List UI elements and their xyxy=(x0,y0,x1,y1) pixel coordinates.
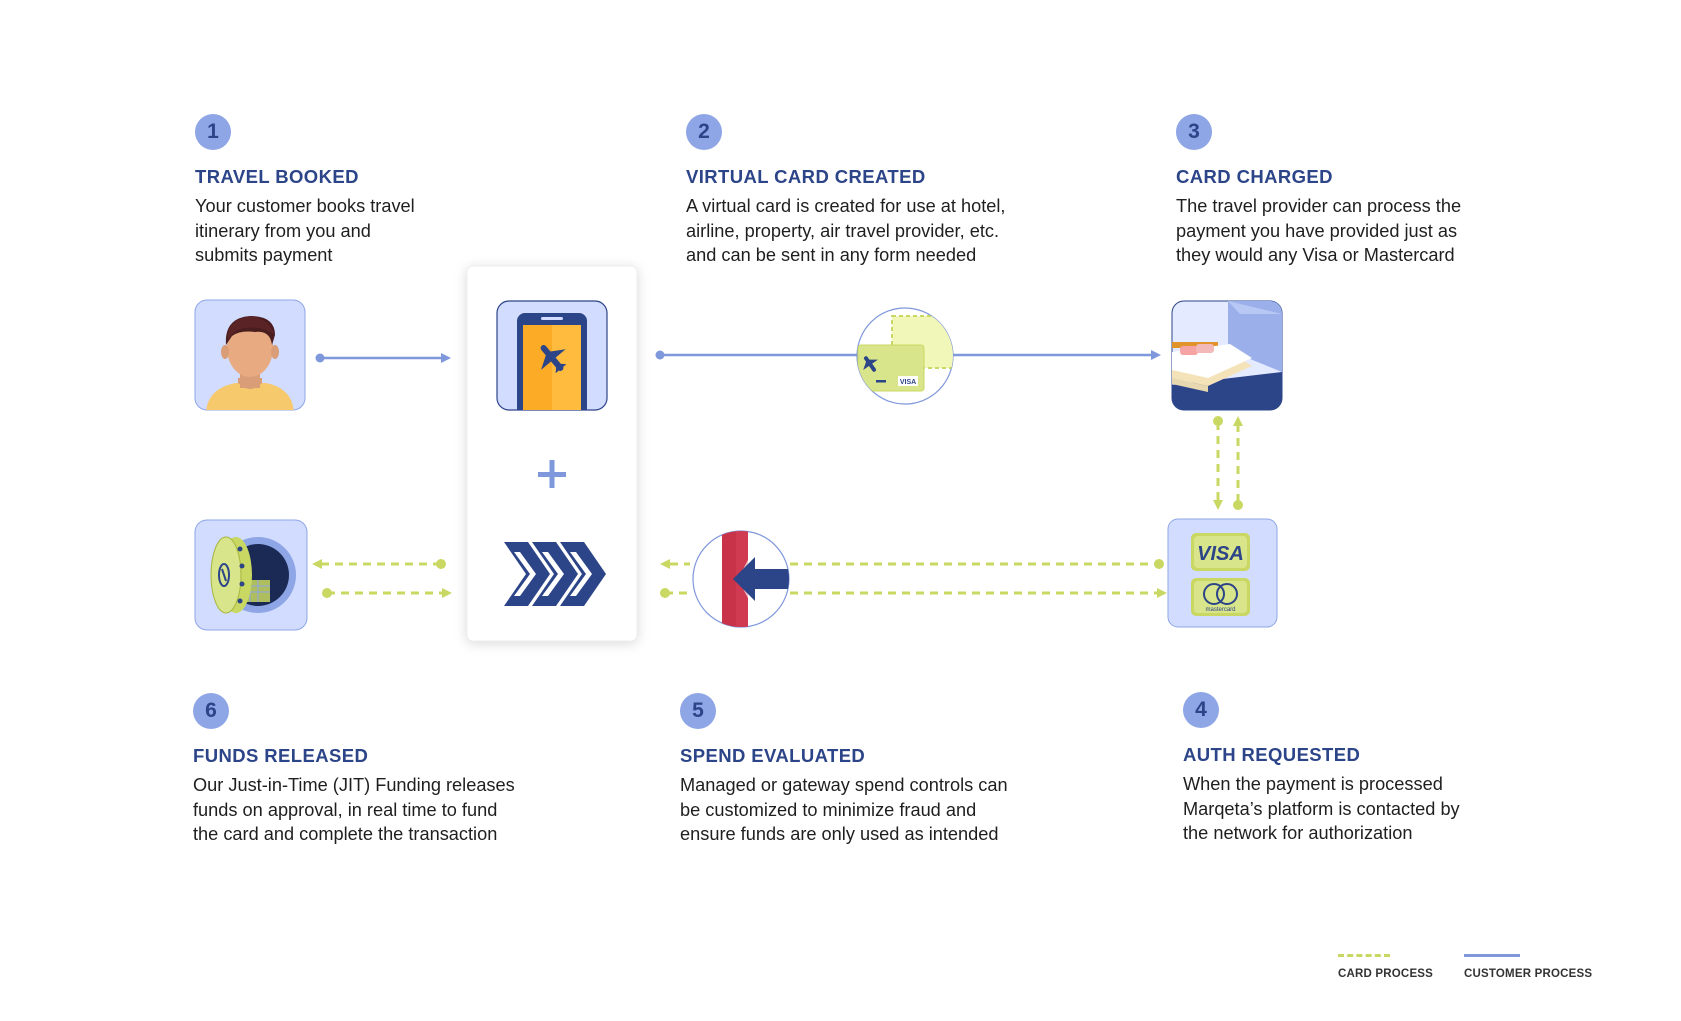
step-number-badge: 6 xyxy=(193,693,229,729)
step-title: VIRTUAL CARD CREATED xyxy=(686,166,926,187)
step-description: The travel provider can process the paym… xyxy=(1176,194,1536,268)
spend-controls-icon xyxy=(692,530,790,628)
desc-line: they would any Visa or Mastercard xyxy=(1176,245,1455,265)
card-brand-text: VISA xyxy=(900,379,916,386)
desc-line: Managed or gateway spend controls can xyxy=(680,775,1008,795)
step-description: Your customer books travel itinerary fro… xyxy=(195,194,555,268)
desc-line: and can be sent in any form needed xyxy=(686,245,977,265)
legend-card-process: CARD PROCESS xyxy=(1338,954,1433,980)
step-auth-requested: 4 AUTH REQUESTED When the payment is pro… xyxy=(1183,692,1543,846)
desc-line: the card and complete the transaction xyxy=(193,824,498,844)
card-network-logos: VISA mastercard xyxy=(1167,518,1278,628)
desc-line: itinerary from you and xyxy=(195,220,371,241)
desc-line: Your customer books travel xyxy=(195,196,415,216)
person-icon xyxy=(194,299,306,411)
desc-line: the network for authorization xyxy=(1183,823,1413,843)
card-process-arrowheads xyxy=(312,416,1243,598)
desc-line: be customized to minimize fraud and xyxy=(680,799,977,820)
phone-flight-icon xyxy=(496,300,608,411)
step-number-badge: 2 xyxy=(686,114,722,150)
step-title: AUTH REQUESTED xyxy=(1183,744,1361,765)
desc-line: submits payment xyxy=(195,245,333,265)
desc-line: Our Just-in-Time (JIT) Funding releases xyxy=(193,775,515,795)
hotel-room-icon xyxy=(1171,300,1283,411)
legend-solid-swatch xyxy=(1464,954,1520,957)
desc-line: payment you have provided just as xyxy=(1176,220,1458,241)
step-travel-booked: 1 TRAVEL BOOKED Your customer books trav… xyxy=(195,114,555,268)
visa-logo-text: VISA xyxy=(1197,543,1244,565)
desc-line: When the payment is processed xyxy=(1183,774,1443,794)
card-process-connector xyxy=(321,422,1240,595)
step-description: Managed or gateway spend controls can be… xyxy=(680,773,1060,847)
legend-customer-process: CUSTOMER PROCESS xyxy=(1464,954,1592,980)
desc-line: Marqeta’s platform is contacted by xyxy=(1183,798,1460,819)
customer-process-connector xyxy=(315,350,1161,363)
step-number-badge: 4 xyxy=(1183,692,1219,728)
step-spend-evaluated: 5 SPEND EVALUATED Managed or gateway spe… xyxy=(680,693,1060,847)
step-card-charged: 3 CARD CHARGED The travel provider can p… xyxy=(1176,114,1536,268)
mastercard-logo-text: mastercard xyxy=(1205,607,1235,613)
legend-dashed-swatch xyxy=(1338,954,1390,957)
desc-line: The travel provider can process the xyxy=(1176,196,1462,216)
step-title: TRAVEL BOOKED xyxy=(195,166,359,187)
desc-line: A virtual card is created for use at hot… xyxy=(686,196,1006,216)
vault-icon xyxy=(194,519,308,631)
step-description: A virtual card is created for use at hot… xyxy=(686,194,1066,268)
legend-label: CARD PROCESS xyxy=(1338,968,1434,980)
step-number-badge: 3 xyxy=(1176,114,1212,150)
desc-line: ensure funds are only used as intended xyxy=(680,824,999,844)
desc-line: airline, property, air travel provider, … xyxy=(686,220,1000,241)
step-virtual-card-created: 2 VIRTUAL CARD CREATED A virtual card is… xyxy=(686,114,1066,268)
virtual-card-icon: VISA xyxy=(856,307,954,405)
step-number-badge: 5 xyxy=(680,693,716,729)
legend-label: CUSTOMER PROCESS xyxy=(1464,968,1593,980)
marqeta-chevrons-logo xyxy=(504,542,606,606)
step-title: CARD CHARGED xyxy=(1176,166,1333,187)
step-funds-released: 6 FUNDS RELEASED Our Just-in-Time (JIT) … xyxy=(193,693,573,847)
step-title: SPEND EVALUATED xyxy=(680,745,866,766)
step-description: When the payment is processed Marqeta’s … xyxy=(1183,772,1543,846)
step-number-badge: 1 xyxy=(195,114,231,150)
step-description: Our Just-in-Time (JIT) Funding releases … xyxy=(193,773,573,847)
plus-icon xyxy=(538,460,566,488)
desc-line: funds on approval, in real time to fund xyxy=(193,799,498,820)
step-title: FUNDS RELEASED xyxy=(193,745,369,766)
